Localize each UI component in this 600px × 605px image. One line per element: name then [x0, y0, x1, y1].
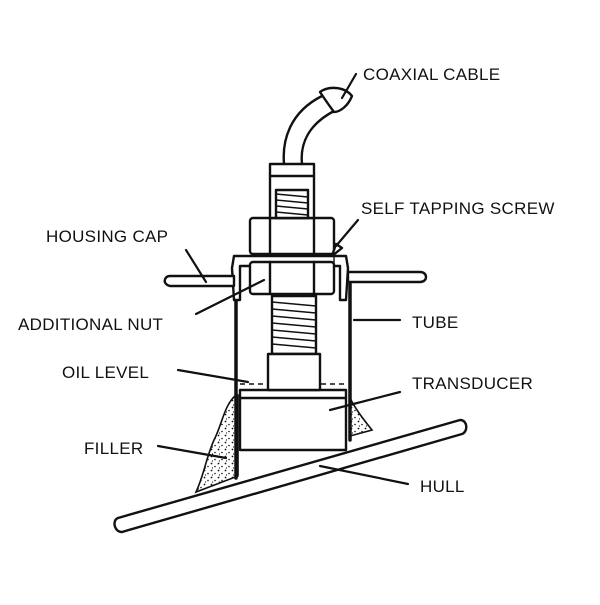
self-tapping-screw	[330, 242, 344, 267]
leader-transducer	[328, 390, 402, 412]
label-filler: FILLER	[84, 439, 143, 458]
labels: COAXIAL CABLE SELF TAPPING SCREW HOUSING…	[18, 65, 555, 496]
label-oil-level: OIL LEVEL	[62, 363, 149, 382]
label-tube: TUBE	[412, 313, 459, 332]
label-housing-cap: HOUSING CAP	[46, 227, 168, 246]
label-transducer: TRANSDUCER	[412, 374, 533, 393]
label-additional-nut: ADDITIONAL NUT	[18, 315, 163, 334]
threaded-fitting-upper	[268, 162, 316, 220]
label-coaxial-cable: COAXIAL CABLE	[363, 65, 500, 84]
hull	[113, 418, 468, 534]
threaded-stud-lower	[266, 294, 322, 392]
transducer-block	[238, 388, 348, 452]
label-hull: HULL	[420, 477, 465, 496]
additional-nut	[248, 260, 336, 296]
label-self-tapping-screw: SELF TAPPING SCREW	[361, 199, 555, 218]
leader-oil-level	[176, 368, 250, 384]
leader-self-tapping-screw	[334, 218, 360, 248]
leader-hull	[318, 464, 410, 486]
upper-hex-nut	[248, 216, 336, 256]
leader-coaxial-cable	[340, 72, 358, 100]
coaxial-cable	[282, 86, 354, 166]
leader-housing-cap	[184, 248, 208, 284]
filler-compound	[194, 394, 374, 494]
leader-additional-nut	[194, 278, 266, 316]
leader-lines	[156, 72, 410, 486]
leader-filler	[156, 444, 228, 460]
